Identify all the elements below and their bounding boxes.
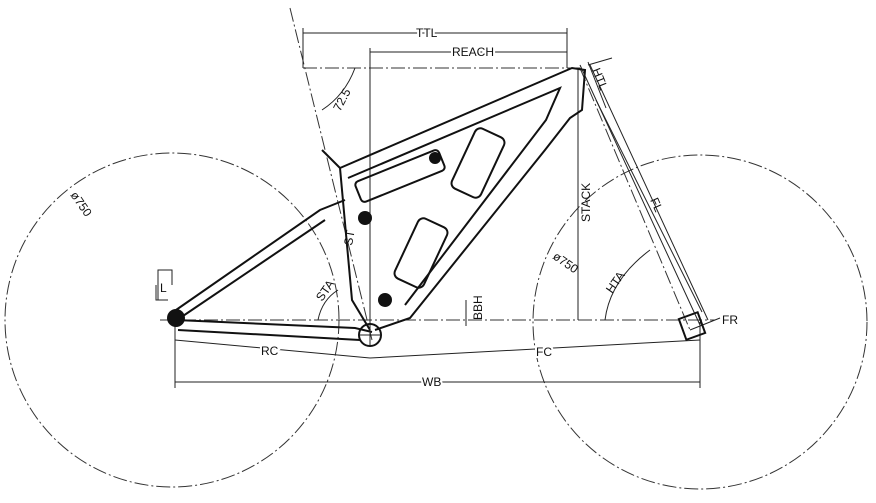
label-bbh: BBH [471, 295, 485, 320]
seat-line [289, 7, 373, 341]
steering-axis [579, 67, 691, 331]
htl-dimension [587, 61, 607, 109]
label-l: L [160, 281, 167, 295]
rc-dimension [174, 339, 371, 359]
label-fl: FL [647, 196, 666, 215]
label-front-wheel-diameter: ø750 [550, 249, 581, 276]
fc-dimension [369, 339, 701, 359]
hta-arc [604, 249, 651, 321]
label-wb: WB [422, 375, 441, 389]
fr-line [689, 317, 721, 331]
label-rc: RC [261, 344, 279, 358]
label-hta: HTA [603, 269, 628, 296]
bottom-bracket [358, 293, 392, 347]
water-bottle [393, 127, 506, 289]
label-fr: FR [722, 313, 738, 327]
rear-shock [354, 149, 446, 225]
bike-frame [175, 64, 709, 342]
label-ttl: TTL [416, 26, 438, 40]
label-rear-wheel-diameter: ø750 [68, 189, 95, 220]
label-seat-angle: 72.5 [330, 86, 353, 113]
rear-dropout [155, 269, 185, 327]
reach-dimension [369, 48, 567, 340]
seat-angle-arc [321, 67, 356, 111]
label-fc: FC [536, 345, 552, 359]
label-sta: STA [313, 277, 337, 303]
front-wheel [532, 154, 868, 490]
wb-dimension [174, 320, 701, 388]
sta-arc [317, 289, 339, 321]
fl-dimension [587, 57, 703, 313]
ttl-dimension [302, 28, 568, 68]
label-reach: REACH [452, 45, 494, 59]
label-htl: HTL [589, 66, 611, 93]
label-stack: STACK [579, 183, 593, 222]
label-st: ST [341, 228, 358, 246]
